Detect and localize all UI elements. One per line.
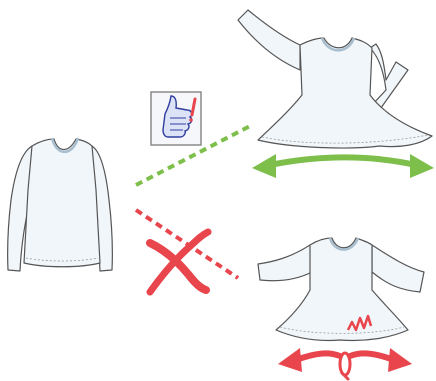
flared-top-bad: [258, 238, 424, 341]
green-twirl-arrow: [252, 154, 434, 178]
plain-shirt: [8, 138, 113, 271]
red-twist-arrow: [278, 348, 412, 379]
flared-top-good: [238, 10, 432, 148]
thumbs-up-icon: [151, 92, 201, 145]
